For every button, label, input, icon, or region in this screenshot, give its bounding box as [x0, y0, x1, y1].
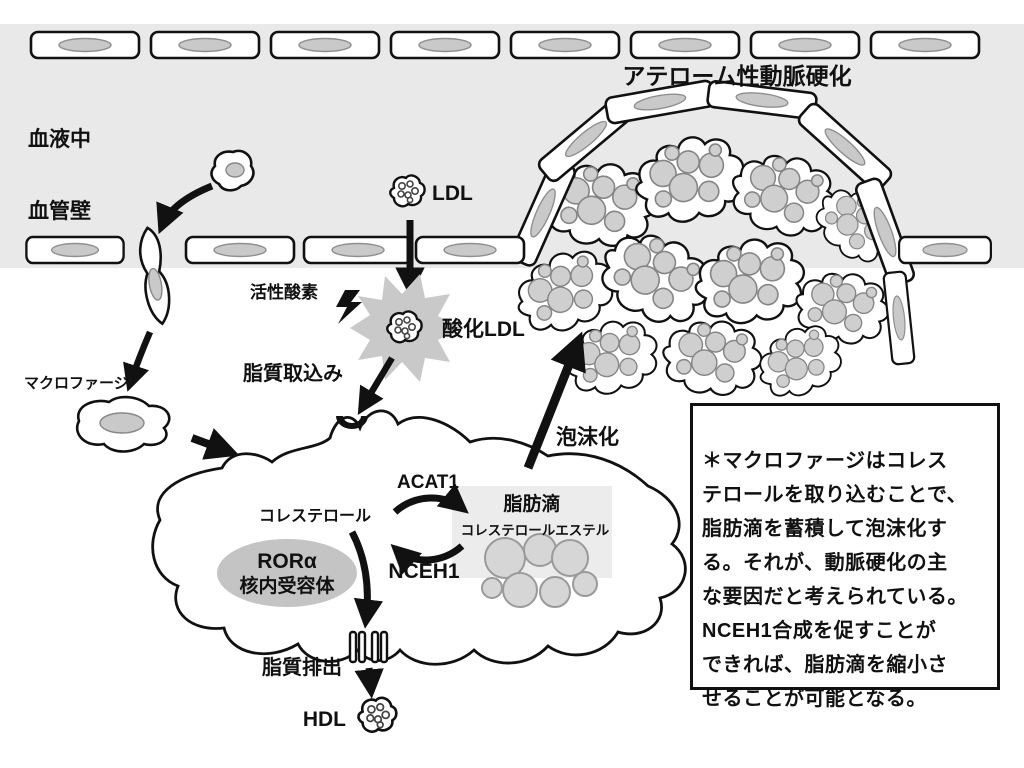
arrow-monocyte-migration [156, 182, 214, 235]
arrow-transporter-to-hdl [354, 667, 384, 699]
hdl-particle [357, 696, 398, 733]
nuclear-receptor-label: 核内受容体 [239, 574, 335, 597]
title-label: アテローム性動脈硬化 [622, 63, 851, 89]
endothelial-cell [897, 235, 993, 265]
oxidized-ldl [350, 274, 460, 382]
monocyte [210, 149, 255, 192]
endothelial-cell [25, 235, 125, 265]
blood-label: 血液中 [28, 127, 91, 151]
arrow-acat1 [392, 483, 469, 515]
macrophage-cell [76, 395, 171, 453]
endothelial-cell [509, 30, 621, 60]
endothelial-cell [749, 30, 861, 60]
lipid-efflux-label: 脂質排出 [262, 655, 342, 679]
ror-alpha-receptor: RORα 核内受容体 [217, 539, 357, 607]
endothelial-cell [269, 30, 381, 60]
note-box: ＊マクロファージはコレス テロールを取り込むことで、 脂肪滴を蓄積して泡沫化す … [690, 403, 1000, 710]
receptor-icon [336, 416, 368, 429]
endothelial-cell [414, 235, 526, 265]
endothelial-cell [29, 30, 141, 60]
reactive-oxygen-label: 活性酸素 [250, 282, 318, 302]
oxidized-ldl-label: 酸化LDL [442, 317, 525, 341]
endothelial-cell [149, 30, 261, 60]
foaming-label: 泡沫化 [556, 425, 619, 449]
endothelial-cell [869, 30, 981, 60]
endothelial-cell [302, 235, 414, 265]
endothelial-cell [389, 30, 501, 60]
macrophage-label: マクロファージ [24, 375, 129, 392]
arrow-oxldl-to-receptor [357, 356, 395, 416]
foam-cell [658, 314, 767, 400]
endothelial-cell [629, 30, 741, 60]
cholesterol-label: コレステロール [259, 508, 371, 525]
vessel-wall-label: 血管壁 [28, 199, 91, 223]
ldl-particle [389, 174, 426, 208]
arrow-cell-to-macrophage [123, 330, 153, 392]
arrow-foaming [523, 331, 586, 470]
arrow-cholesterol-to-transporter [348, 530, 384, 629]
hdl-label: HDL [303, 708, 346, 731]
endothelial-cell [882, 270, 916, 366]
lipid-droplets [481, 533, 598, 608]
lipid-uptake-label: 脂質取込み [243, 361, 343, 385]
transporter-channels [348, 630, 389, 664]
lipid-droplet-label: 脂肪滴 [503, 492, 560, 515]
acat1-label: ACAT1 [397, 472, 459, 493]
lightning-icon [336, 290, 362, 324]
ldl-label: LDL [432, 182, 473, 205]
note-text: ＊マクロファージはコレス テロールを取り込むことで、 脂肪滴を蓄積して泡沫化す … [702, 450, 968, 710]
arrow-macrophage-to-foamcell [190, 428, 240, 460]
nceh1-label: NCEH1 [388, 560, 460, 583]
ror-alpha-label: RORα [257, 550, 317, 573]
arrow-nceh1 [390, 543, 465, 575]
cholesterol-ester-label: コレステロールエステル [461, 523, 610, 538]
transmigrating-cell [138, 226, 171, 326]
endothelial-cell [184, 235, 296, 265]
